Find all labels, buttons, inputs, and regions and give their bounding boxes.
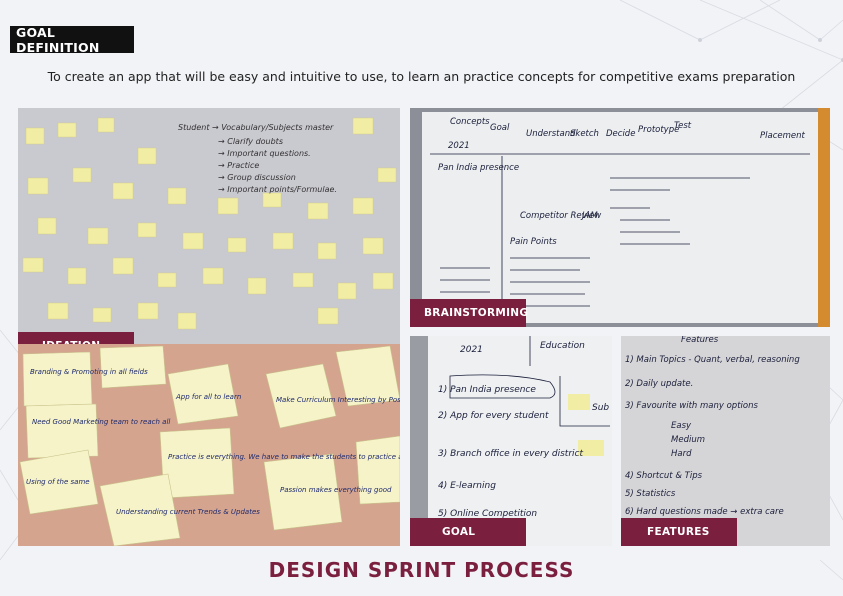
svg-text:Placement: Placement bbox=[760, 131, 805, 141]
svg-text:4) E-learning: 4) E-learning bbox=[438, 481, 496, 491]
svg-text:Concepts: Concepts bbox=[450, 117, 490, 127]
svg-text:JAM: JAM bbox=[580, 211, 598, 221]
svg-text:3) Branch office in every dist: 3) Branch office in every district bbox=[438, 449, 583, 459]
svg-text:Passion makes everything good: Passion makes everything good bbox=[280, 486, 392, 494]
svg-text:Features: Features bbox=[681, 336, 719, 345]
svg-text:4) Shortcut & Tips: 4) Shortcut & Tips bbox=[625, 471, 703, 481]
goal-photo: 2021 1) Pan India presence 2) App for ev… bbox=[410, 336, 612, 546]
brainstorming-label: BRAINSTORMING bbox=[410, 299, 528, 327]
sticky-wall-drawing: Student → Vocabulary/Subjects master → C… bbox=[18, 108, 400, 344]
goal-definition-tag: GOAL DEFINITION bbox=[10, 25, 134, 55]
whiteboard-brainstorm-drawing: Concepts Goal Understand Sketch Decide P… bbox=[410, 108, 830, 327]
svg-text:2) App for every student: 2) App for every student bbox=[438, 411, 549, 421]
svg-text:Pan India presence: Pan India presence bbox=[438, 163, 519, 173]
whiteboard-goal-drawing: 2021 1) Pan India presence 2) App for ev… bbox=[410, 336, 612, 546]
svg-text:App for all to learn: App for all to learn bbox=[175, 393, 241, 401]
svg-text:Education: Education bbox=[540, 341, 585, 351]
svg-text:Understanding current Trends &: Understanding current Trends & Updates bbox=[116, 508, 260, 516]
svg-text:2021: 2021 bbox=[460, 345, 483, 355]
ideation-photo: Student → Vocabulary/Subjects master → C… bbox=[18, 108, 400, 344]
features-photo: Features 1) Main Topics - Quant, verbal,… bbox=[621, 336, 830, 546]
svg-text:5) Statistics: 5) Statistics bbox=[625, 489, 676, 499]
svg-text:Pain Points: Pain Points bbox=[510, 237, 557, 247]
sticky-notes-table-photo: Branding & Promoting in all fields Need … bbox=[18, 344, 400, 546]
svg-text:→ Important points/Formulae.: → Important points/Formulae. bbox=[218, 185, 337, 194]
svg-text:2) Daily update.: 2) Daily update. bbox=[625, 379, 693, 389]
svg-text:3) Favourite with many options: 3) Favourite with many options bbox=[625, 401, 758, 411]
svg-text:Need Good Marketing team to re: Need Good Marketing team to reach all bbox=[32, 418, 170, 426]
ideation-label: IDEATION bbox=[18, 332, 134, 344]
svg-text:Using of the same: Using of the same bbox=[26, 478, 90, 486]
svg-text:Decide: Decide bbox=[606, 129, 635, 139]
svg-text:Branding & Promoting in all fi: Branding & Promoting in all fields bbox=[30, 368, 148, 376]
svg-text:Goal: Goal bbox=[490, 123, 510, 133]
svg-text:Make Curriculum Interesting by: Make Curriculum Interesting by Positive … bbox=[276, 396, 400, 404]
features-label: FEATURES bbox=[621, 518, 737, 546]
svg-text:Easy: Easy bbox=[671, 421, 692, 431]
goal-statement: To create an app that will be easy and i… bbox=[47, 69, 796, 84]
wall-note-line: Student → Vocabulary/Subjects master bbox=[178, 123, 334, 132]
svg-text:→ Clarify doubts: → Clarify doubts bbox=[218, 137, 283, 146]
svg-text:Sketch: Sketch bbox=[570, 129, 599, 139]
svg-text:Understand: Understand bbox=[526, 129, 576, 139]
svg-text:1) Pan India presence: 1) Pan India presence bbox=[438, 385, 536, 395]
goal-label: GOAL bbox=[410, 518, 526, 546]
svg-text:Test: Test bbox=[674, 121, 692, 131]
sticky-notes-table-drawing: Branding & Promoting in all fields Need … bbox=[18, 344, 400, 546]
svg-text:→ Important questions.: → Important questions. bbox=[218, 149, 311, 158]
whiteboard-features-drawing: Features 1) Main Topics - Quant, verbal,… bbox=[621, 336, 830, 546]
svg-text:5) Online Competition: 5) Online Competition bbox=[438, 509, 537, 519]
svg-text:Practice is everything. We hav: Practice is everything. We have to make … bbox=[168, 453, 400, 461]
svg-text:Hard: Hard bbox=[671, 449, 692, 459]
svg-text:Prototype: Prototype bbox=[638, 125, 679, 135]
svg-text:Medium: Medium bbox=[671, 435, 705, 445]
svg-text:Competitor Review: Competitor Review bbox=[520, 211, 601, 221]
svg-text:→ Group discussion: → Group discussion bbox=[218, 173, 296, 182]
svg-text:6) Hard questions made → extra: 6) Hard questions made → extra care bbox=[625, 507, 784, 517]
design-sprint-title: DESIGN SPRINT PROCESS bbox=[268, 558, 575, 582]
brainstorming-photo: Concepts Goal Understand Sketch Decide P… bbox=[410, 108, 830, 327]
svg-text:Sub: Sub bbox=[592, 403, 609, 413]
svg-text:2021: 2021 bbox=[448, 141, 470, 151]
svg-text:1) Main Topics - Quant, verbal: 1) Main Topics - Quant, verbal, reasonin… bbox=[625, 355, 800, 365]
svg-text:→ Practice: → Practice bbox=[218, 161, 259, 170]
